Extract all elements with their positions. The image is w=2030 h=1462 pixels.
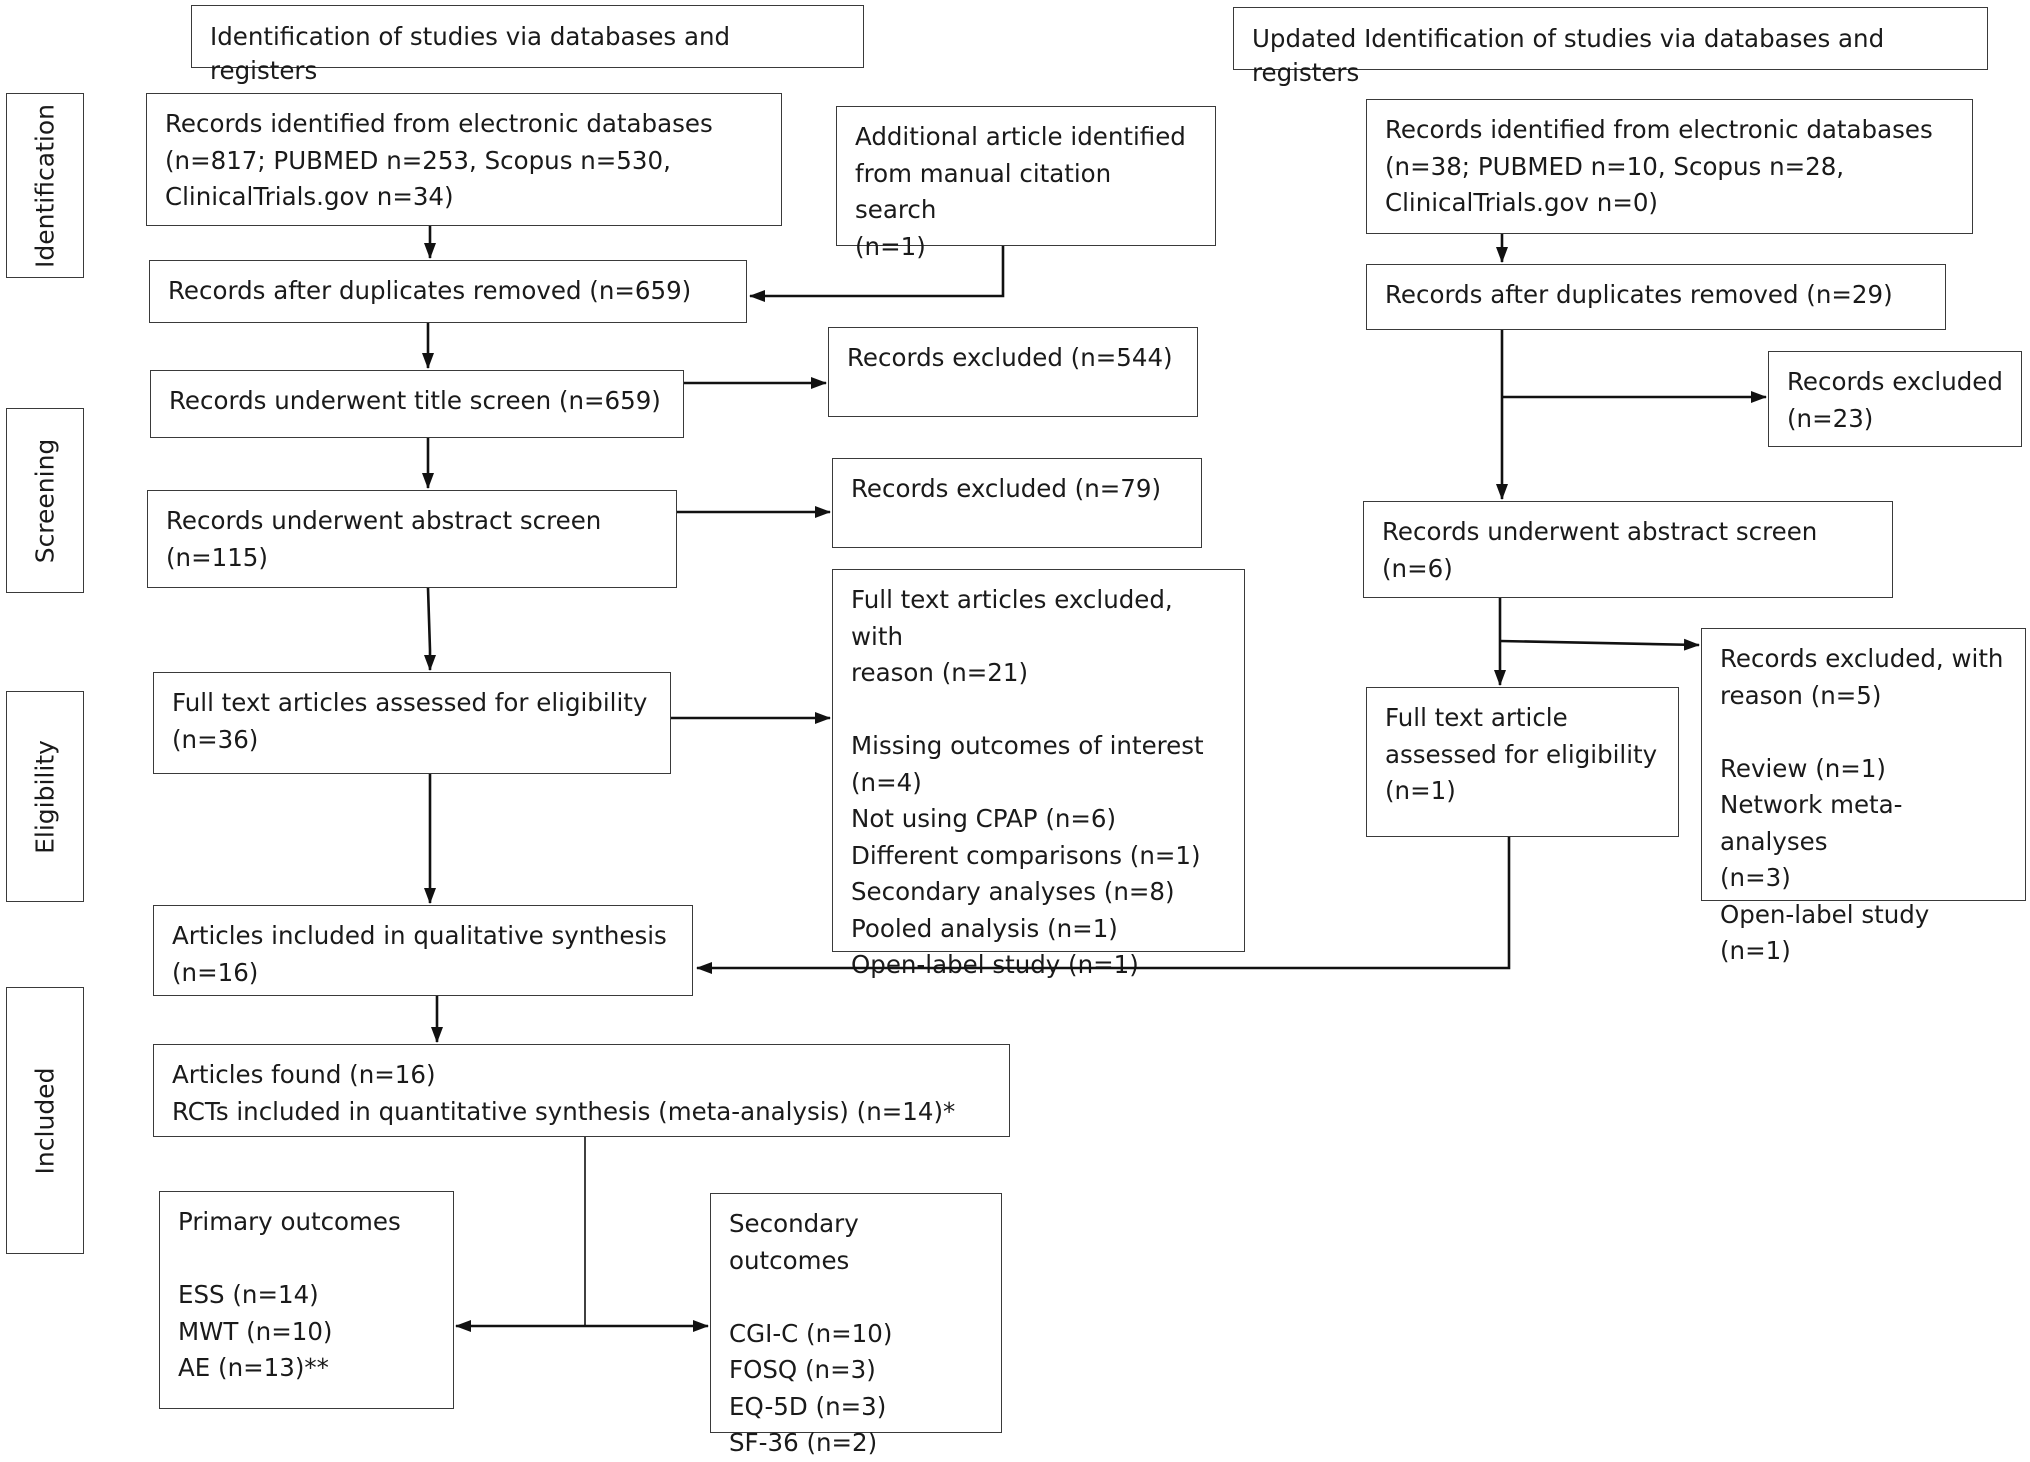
left-qualitative-synthesis: Articles included in qualitative synthes… — [153, 905, 693, 996]
right-after-duplicates: Records after duplicates removed (n=29) — [1366, 264, 1946, 330]
left-articles-found: Articles found (n=16) RCTs included in q… — [153, 1044, 1010, 1137]
left-excluded-title: Records excluded (n=544) — [828, 327, 1198, 417]
left-records-identified: Records identified from electronic datab… — [146, 93, 782, 226]
left-column-header: Identification of studies via databases … — [191, 5, 864, 85]
phase-identification: Identification — [6, 93, 84, 278]
right-column-header: Updated Identification of studies via da… — [1233, 7, 1988, 87]
left-fulltext-excluded: Full text articles excluded, with reason… — [832, 569, 1245, 979]
left-title-screen: Records underwent title screen (n=659) — [150, 370, 684, 438]
right-fulltext-assessed: Full text article assessed for eligibili… — [1366, 687, 1679, 837]
phase-eligibility: Eligibility — [6, 691, 84, 902]
arrow-abstract-to-fulltext — [424, 587, 436, 671]
left-excluded-abstract: Records excluded (n=79) — [832, 458, 1202, 548]
phase-included: Included — [6, 987, 84, 1254]
arrow-right-fulltext-to-qualitative — [696, 837, 1511, 974]
arrow-right-to-excluded-reason — [1499, 638, 1700, 651]
left-abstract-screen: Records underwent abstract screen (n=115… — [147, 490, 677, 588]
phase-screening: Screening — [6, 408, 84, 593]
right-excluded-reason: Records excluded, with reason (n=5) Revi… — [1701, 628, 2026, 965]
left-secondary-outcomes: Secondary outcomes CGI-C (n=10) FOSQ (n=… — [710, 1193, 1002, 1457]
right-records-identified: Records identified from electronic datab… — [1366, 99, 1973, 234]
right-abstract-screen: Records underwent abstract screen (n=6) — [1363, 501, 1893, 598]
left-primary-outcomes: Primary outcomes ESS (n=14) MWT (n=10) A… — [159, 1191, 454, 1409]
arrow-additional-to-duplicates — [749, 246, 1005, 302]
left-after-duplicates: Records after duplicates removed (n=659) — [149, 260, 747, 323]
left-fulltext-assessed: Full text articles assessed for eligibil… — [153, 672, 671, 774]
right-excluded: Records excluded (n=23) — [1768, 351, 2022, 447]
left-additional-citation-search: Additional article identified from manua… — [836, 106, 1216, 261]
